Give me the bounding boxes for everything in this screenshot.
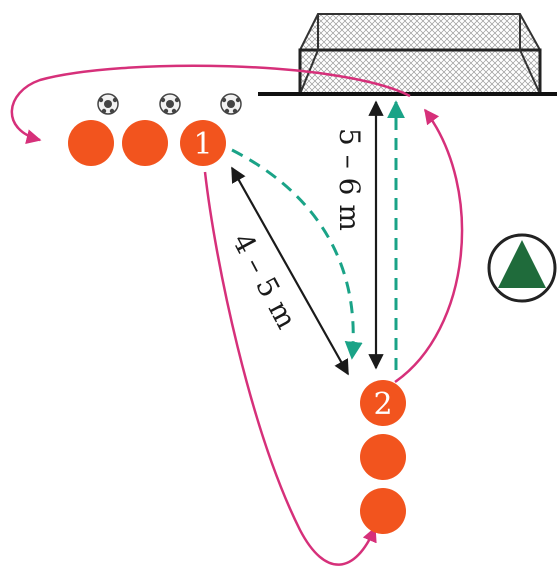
soccer-ball-icon: [159, 93, 181, 115]
distance-arrow-diagonal: [231, 166, 349, 376]
soccer-ball-icon: [97, 93, 119, 115]
player-2: [360, 380, 406, 426]
player-circle: [122, 120, 168, 166]
player-circle: [360, 434, 406, 480]
player-2-label: 2: [373, 387, 392, 422]
run-path-loop: [10, 64, 411, 144]
player-1: [180, 120, 226, 166]
distance-label-vertical: 5 – 6 m: [333, 128, 366, 231]
player-circle: [360, 488, 406, 534]
run-path-player1-to-back: [203, 171, 377, 566]
run-path-player2-to-goal: [394, 108, 464, 384]
player-1-label: 1: [193, 127, 212, 162]
player-circle: [68, 120, 114, 166]
cone-triangle-icon: [487, 233, 557, 303]
soccer-ball-icon: [220, 93, 242, 115]
goal-net-icon: [298, 13, 542, 96]
pass-path-player1-to-player2: [231, 148, 363, 360]
distance-label-diagonal: 4 – 5 m: [226, 228, 303, 334]
